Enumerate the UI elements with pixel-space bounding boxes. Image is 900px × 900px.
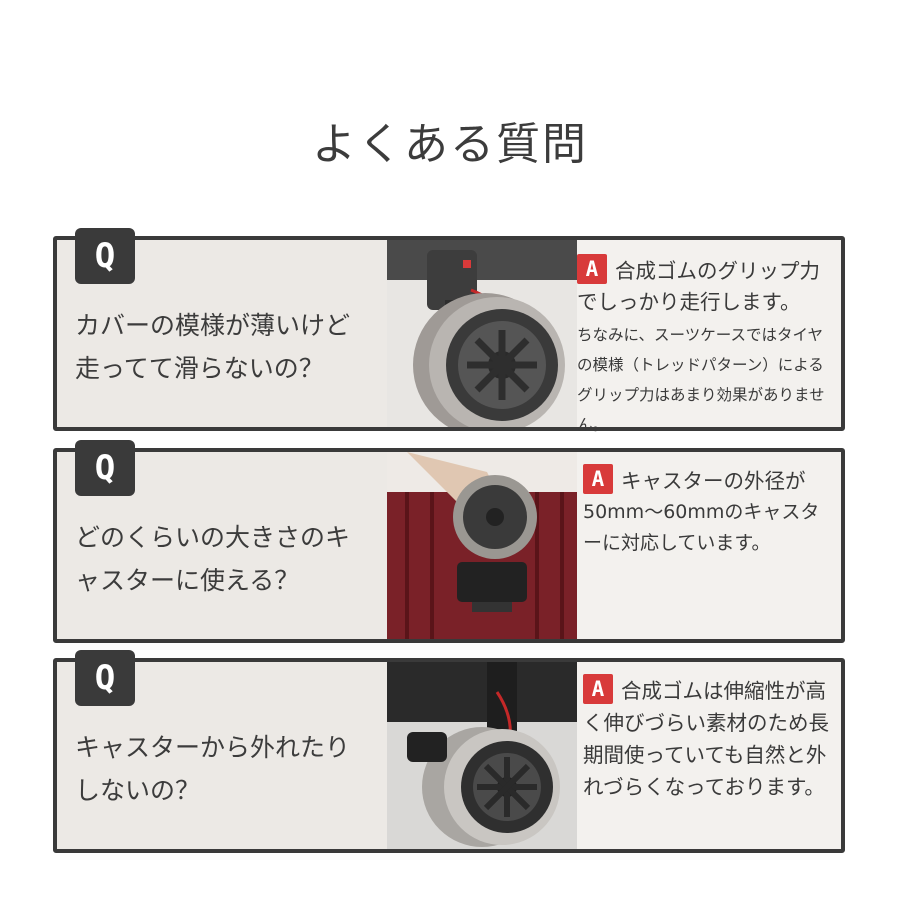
answer-main-2: 50mm〜60mmのキャスターに対応しています。 [583, 501, 820, 554]
question-text: キャスターから外れたり しないの？ [75, 726, 350, 812]
question-text: カバーの模様が薄いけど 走ってて滑らないの？ [75, 304, 350, 390]
question-line: ャスターに使える？ [75, 566, 300, 595]
a-badge: A [583, 464, 613, 494]
caster-closeup-image [387, 662, 577, 847]
answer-sub: ちなみに、スーツケースではタイヤの模様（トレッドパターン）によるグリップ力はあま… [577, 326, 825, 434]
faq-card-2: Q どのくらいの大きさのキ ャスターに使える？ A キャスターの外径が 50mm〜… [53, 440, 845, 643]
answer-main-text: 合成ゴムは伸縮性が高く伸びづらい素材のため長期間使っていても自然と外れづらくなっ… [583, 679, 829, 799]
suitcase-photo [387, 452, 577, 639]
caster-wheel-image [387, 240, 577, 427]
answer-area: A キャスターの外径が 50mm〜60mmのキャスターに対応しています。 [577, 452, 841, 639]
question-line: どのくらいの大きさのキ [75, 523, 351, 552]
a-badge: A [583, 674, 613, 704]
q-badge: Q [75, 228, 135, 284]
question-text: どのくらいの大きさのキ ャスターに使える？ [75, 516, 350, 602]
q-badge: Q [75, 650, 135, 706]
answer-main-text: キャスターの外径が [621, 469, 806, 493]
question-line: カバーの模様が薄いけど [75, 311, 351, 340]
answer-main-text: 合成ゴムのグリップ力でしっかり走行します。 [577, 259, 820, 314]
question-line: しないの？ [75, 776, 201, 805]
question-line: 走ってて滑らないの？ [75, 354, 324, 383]
a-badge: A [577, 254, 607, 284]
answer-main: A キャスターの外径が [583, 464, 831, 497]
suitcase-caster-image [387, 452, 577, 639]
caster-photo [387, 240, 577, 427]
q-badge: Q [75, 440, 135, 496]
question-line: キャスターから外れたり [75, 733, 351, 762]
caster-closeup-photo [387, 662, 577, 849]
page-title: よくある質問 [312, 119, 588, 170]
